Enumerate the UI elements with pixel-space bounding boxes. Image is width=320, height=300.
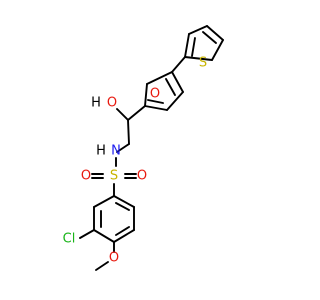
bond (127, 119, 130, 145)
sulfonyl-oxygen-left-label: O (81, 169, 91, 184)
bond (144, 105, 168, 111)
amine-hydrogen-label: H (96, 144, 106, 159)
amine-nitrogen-label: N (111, 144, 121, 159)
bond (166, 91, 184, 111)
bond (202, 31, 217, 44)
bond (171, 56, 186, 73)
bond (115, 226, 130, 236)
bond (116, 108, 129, 121)
thiophene-ring (184, 25, 224, 61)
bond (115, 202, 130, 211)
structure-svg: S O H O N H S O O Cl O (63, 25, 224, 271)
bond (116, 143, 130, 153)
bond (144, 83, 148, 107)
chlorine-label: Cl (63, 232, 76, 247)
bond (184, 56, 213, 61)
sulfonyl-sulfur-label: S (110, 169, 118, 184)
bond (171, 71, 184, 93)
bond (188, 25, 208, 35)
furan-ring (144, 71, 184, 111)
bond (79, 229, 95, 239)
bond (113, 229, 135, 243)
bond (211, 39, 224, 61)
bond (95, 261, 109, 271)
bond (206, 25, 224, 41)
bond (93, 229, 115, 243)
methoxy-oxygen-label: O (109, 251, 119, 266)
bond (184, 33, 190, 58)
benzene-ring (93, 195, 135, 243)
hydroxyl-oxygen-label: O (107, 96, 117, 111)
bond (147, 99, 164, 104)
thiophene-sulfur-label: S (199, 56, 207, 71)
bond (127, 105, 146, 121)
hydroxyl-hydrogen-label: H (91, 96, 101, 111)
bond (93, 195, 115, 208)
sulfonyl-oxygen-right-label: O (137, 169, 147, 184)
bond (165, 78, 176, 96)
bond (146, 71, 173, 85)
molecule-diagram: S O H O N H S O O Cl O (62, 25, 224, 271)
bond (191, 37, 196, 57)
bond (113, 195, 135, 208)
furan-oxygen-label: O (150, 87, 160, 102)
